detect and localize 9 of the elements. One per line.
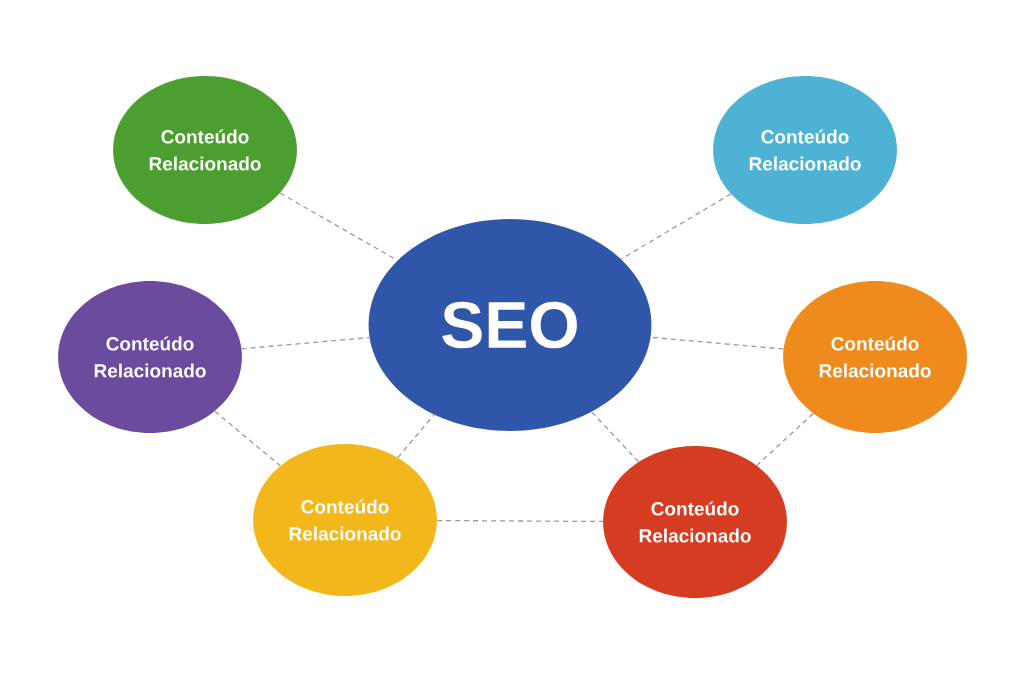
connector-line xyxy=(214,410,281,467)
connector-line xyxy=(279,192,399,262)
connector-line xyxy=(240,336,370,350)
connector-line xyxy=(436,519,604,523)
connector-line xyxy=(756,412,814,467)
connector-line xyxy=(397,414,435,459)
connector-line xyxy=(620,193,732,260)
connector-line xyxy=(590,411,640,463)
connector-line xyxy=(650,336,785,350)
